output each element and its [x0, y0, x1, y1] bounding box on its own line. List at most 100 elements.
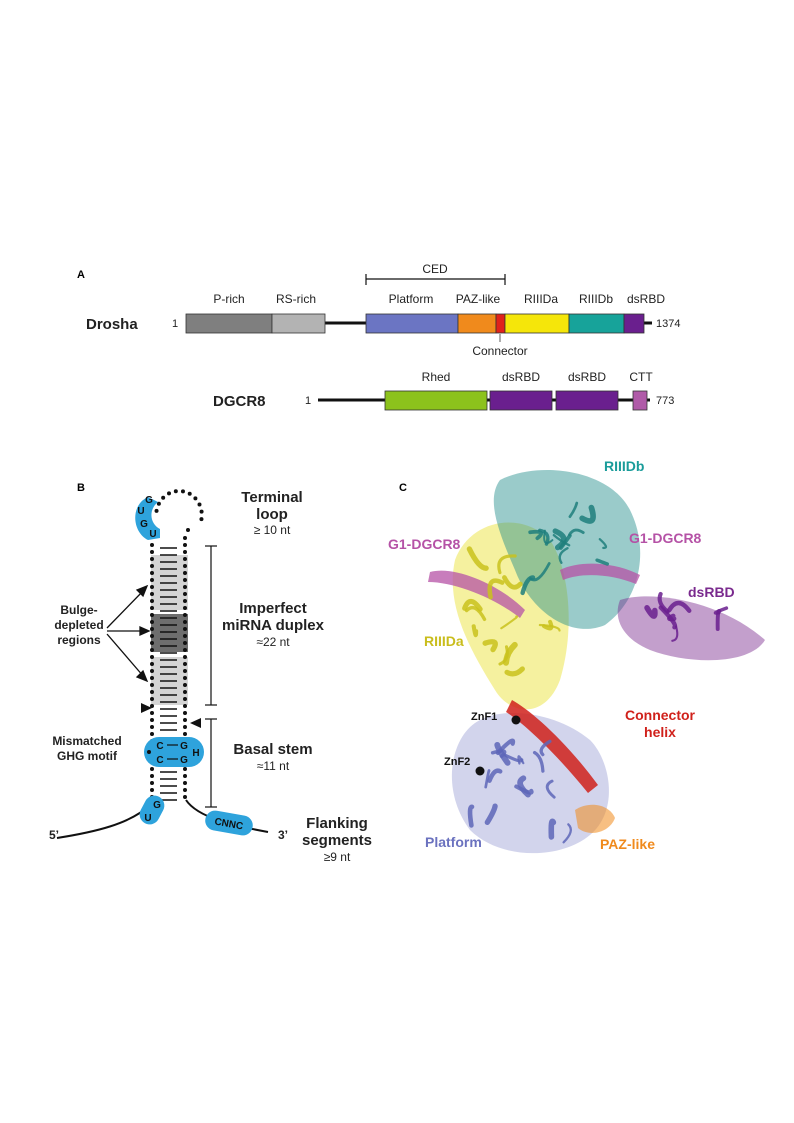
terminal-loop-line2: loop [256, 506, 288, 523]
ribbon-segment [484, 769, 491, 789]
strand-dot [183, 585, 187, 589]
loop-nt-1: G [145, 495, 153, 506]
dgcr8-domain-ctt [632, 390, 648, 411]
ribbon-segment [562, 823, 572, 844]
dgcr8-label-ctt: CTT [629, 370, 653, 384]
c-label-znf2: ZnF2 [444, 756, 470, 768]
drosha-label-riiida: RIIIDa [524, 292, 558, 306]
bulge-label-1: Bulge- [60, 603, 97, 617]
ghg-right-1: G [180, 741, 188, 752]
strand-dot [156, 501, 161, 506]
strand-dot [150, 697, 154, 701]
panel-b-label: B [77, 482, 85, 494]
flanking-line2: segments [302, 832, 372, 849]
strand-dot [183, 767, 187, 771]
strand-dot [183, 564, 187, 568]
strand-dot [183, 676, 187, 680]
drosha-label-connector: Connector [472, 344, 527, 358]
strand-dot [197, 502, 202, 507]
strand-dot [150, 648, 154, 652]
strand-dot [183, 641, 187, 645]
ribbon-segment [503, 641, 518, 666]
ghg-mismatch: H [192, 748, 199, 759]
strand-dot [150, 592, 154, 596]
five-prime-label: 5’ [49, 828, 59, 842]
panel-c-label: C [399, 482, 407, 494]
strand-dot [183, 536, 187, 540]
strand-dot [183, 781, 187, 785]
strand-dot [150, 732, 154, 736]
drosha-start: 1 [172, 318, 178, 330]
ribbon-segment [542, 619, 554, 631]
basal-bracket [205, 718, 217, 808]
ribbon-segment [579, 504, 596, 524]
strand-dot [183, 620, 187, 624]
ribbon-segment [497, 554, 517, 575]
cnnc-text: CNNC [214, 817, 244, 833]
strand-dot [183, 697, 187, 701]
c-label-paz-like: PAZ-like [600, 836, 655, 852]
strand-dot [183, 662, 187, 666]
ribbon-segment [482, 639, 498, 653]
ribbon-segment [568, 528, 585, 537]
strand-dot [183, 592, 187, 596]
flanking-size: ≥9 nt [324, 850, 351, 864]
strand-dot [183, 683, 187, 687]
c-label-platform: Platform [425, 834, 482, 850]
strand-dot [183, 578, 187, 582]
strand-dot [183, 571, 187, 575]
ribbon-segment [598, 538, 608, 550]
strand-dot [150, 788, 154, 792]
loop-nt-4: U [149, 529, 156, 540]
strand-dot [180, 489, 185, 494]
ribbon-segment [484, 803, 498, 826]
ribbon-segment [502, 575, 523, 590]
drosha-domain-rs-rich [271, 313, 326, 334]
strand-dot [187, 491, 192, 496]
ribbon-segment [504, 666, 525, 677]
ribbon-segment [520, 575, 536, 596]
strand-dot [150, 620, 154, 624]
strand-dot [183, 634, 187, 638]
strand-dot [199, 509, 204, 514]
strand-dot [150, 662, 154, 666]
ribbon-segment [644, 605, 658, 619]
strand-dot [183, 606, 187, 610]
strand-dot [150, 704, 154, 708]
strand-dot [183, 704, 187, 708]
ribbon-segment [487, 578, 505, 600]
basal-stem-size: ≈11 nt [257, 759, 290, 773]
drosha-domain-riiidb [568, 313, 625, 334]
bulge-label-3: regions [57, 633, 101, 647]
ribbon-segment [539, 739, 552, 757]
strand-dot [154, 508, 159, 513]
strand-dot [183, 613, 187, 617]
flank-5p [56, 804, 151, 839]
cnnc-motif-blob [205, 810, 253, 836]
ribbon-segment [568, 501, 579, 519]
drosha-label-paz-like: PAZ-like [456, 292, 501, 306]
strand-dot [183, 669, 187, 673]
dgcr8-label-dsrbd-2: dsRBD [568, 370, 606, 384]
dgcr8-domain-dsrbd-1 [489, 390, 553, 411]
strand-dot [183, 627, 187, 631]
strand-dot [199, 517, 204, 522]
panel-a-label: A [77, 269, 85, 281]
strand-dot [183, 732, 187, 736]
terminal-loop-dots [154, 489, 204, 540]
drosha-domain-platform [365, 313, 459, 334]
ribbon-segment [528, 529, 544, 541]
strand-dot [150, 599, 154, 603]
ribbon-segment [671, 625, 679, 642]
strand-dot [150, 613, 154, 617]
ghg-motif-blob [144, 737, 204, 767]
strand-dot [150, 571, 154, 575]
strand-dot [150, 557, 154, 561]
strand-dot [183, 599, 187, 603]
ribbon-segment [595, 558, 609, 566]
dgcr8-name: DGCR8 [213, 393, 266, 410]
ribbon-segment [552, 528, 567, 551]
strand-dot [150, 543, 154, 547]
ribbon-segment [666, 600, 692, 613]
